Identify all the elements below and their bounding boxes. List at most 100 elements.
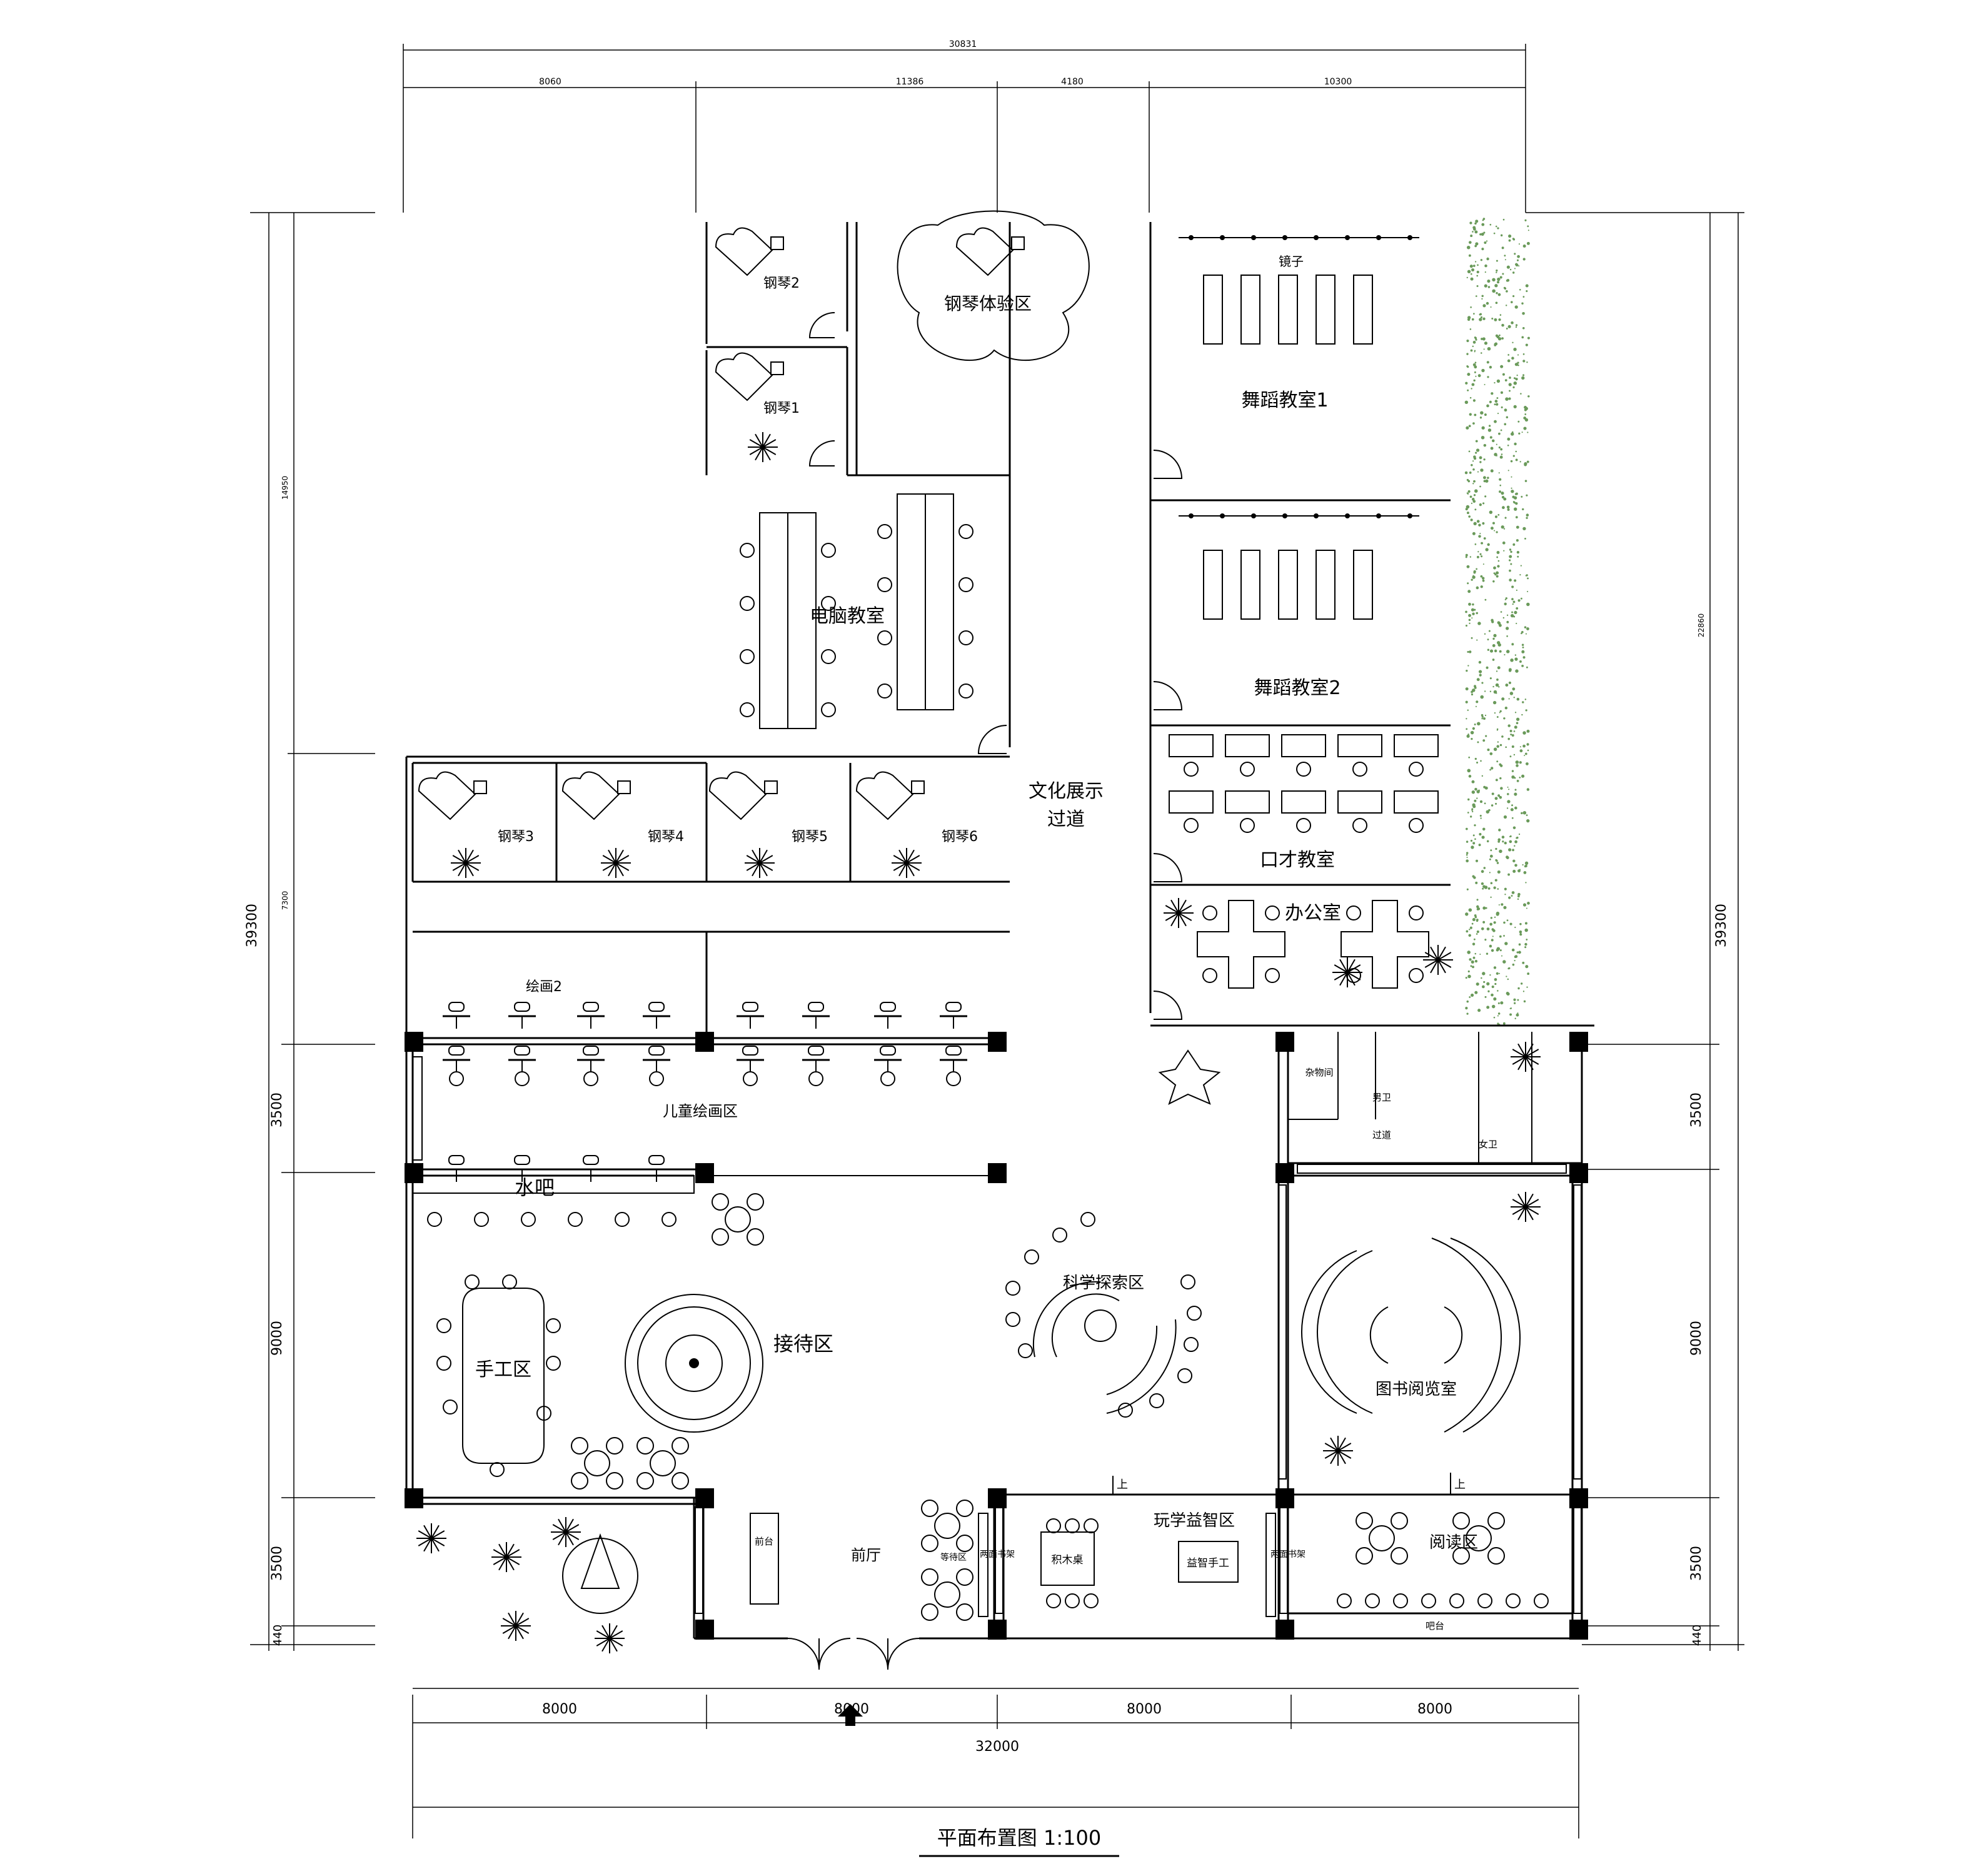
planting-dot	[1524, 946, 1527, 949]
planting-dot	[1511, 432, 1514, 434]
room-label-female-wc: 女卫	[1479, 1139, 1497, 1150]
planting-dot	[1481, 233, 1484, 236]
planting-dot	[1472, 422, 1475, 425]
room-label-piano3: 钢琴3	[498, 829, 534, 845]
planting-dot	[1491, 928, 1494, 931]
planting-dot	[1466, 718, 1467, 720]
chair	[1393, 1593, 1408, 1608]
planting-dot	[1484, 633, 1486, 635]
planting-dot	[1481, 682, 1484, 684]
planting-dot	[1465, 687, 1469, 691]
planting-dot	[1484, 264, 1487, 268]
mirror-peg	[1251, 235, 1256, 240]
planting-dot	[1519, 869, 1521, 870]
chair	[821, 649, 836, 664]
planting-dot	[1474, 337, 1477, 340]
chair	[490, 1462, 505, 1477]
planting-dot	[1469, 328, 1472, 330]
planting-dot	[1519, 749, 1523, 753]
planting-dot	[1515, 760, 1519, 764]
planting-dot	[1512, 295, 1515, 298]
planting-dot	[1512, 238, 1516, 241]
plant-icon	[609, 1630, 623, 1639]
planting-dot	[1516, 717, 1520, 721]
chair	[1477, 1593, 1492, 1608]
plant-icon	[1334, 964, 1348, 973]
room-label-drawing2: 绘画2	[526, 979, 562, 995]
planting-dot	[1466, 353, 1469, 355]
chair	[880, 1071, 895, 1086]
planting-dot	[1486, 361, 1489, 364]
planting-dot	[1482, 219, 1484, 221]
planting-dot	[1467, 974, 1471, 979]
planting-dot	[1469, 396, 1472, 399]
planting-dot	[1522, 244, 1526, 248]
planting-dot	[1494, 916, 1496, 918]
planting-dot	[1496, 678, 1499, 681]
planting-dot	[1480, 468, 1484, 472]
plant-icon	[452, 855, 466, 864]
planting-dot	[1496, 716, 1499, 718]
planting-dot	[1481, 223, 1485, 226]
piano-icon	[715, 352, 773, 401]
planting-dot	[1467, 490, 1471, 493]
planting-dot	[1504, 942, 1508, 946]
plant-icon	[508, 1625, 516, 1640]
stool	[514, 1046, 530, 1056]
plant-icon	[423, 1525, 432, 1539]
planting-dot	[1482, 579, 1485, 582]
planting-dot	[1487, 346, 1491, 351]
planting-dot	[1472, 483, 1474, 485]
planting-dot	[1511, 817, 1514, 819]
plant-icon	[1330, 1450, 1339, 1465]
planting-dot	[1525, 633, 1527, 635]
planting-dot	[1491, 318, 1494, 320]
plant-icon	[609, 1638, 618, 1652]
planting-dot	[1522, 326, 1525, 330]
plant-icon	[752, 849, 760, 864]
planting-dot	[1480, 575, 1483, 578]
plant-icon	[498, 1556, 507, 1571]
planting-dot	[1489, 858, 1491, 860]
plant-icon	[465, 855, 480, 864]
chair	[1409, 968, 1424, 983]
planting-dot	[1505, 683, 1509, 687]
planting-dot	[1524, 928, 1528, 932]
chair	[546, 1356, 561, 1371]
planting-dot	[1526, 819, 1530, 823]
planting-dot	[1494, 797, 1498, 800]
planting-dot	[1522, 961, 1525, 964]
planting-dot	[1483, 231, 1486, 234]
room-label-science: 科学探索区	[1063, 1274, 1144, 1293]
room-label-storage: 杂物间	[1305, 1067, 1333, 1078]
planting-dot	[1474, 261, 1477, 263]
chair	[1240, 762, 1255, 777]
planting-dot	[1496, 571, 1499, 575]
planting-dot	[1519, 761, 1522, 764]
planting-dot	[1502, 541, 1506, 545]
planting-dot	[1509, 548, 1512, 551]
room-label-water-bar: 水吧	[515, 1176, 555, 1199]
plant-icon	[1517, 1206, 1526, 1221]
chair	[740, 596, 755, 611]
planting-dot	[1481, 882, 1484, 885]
planting-dot	[1474, 757, 1477, 760]
planting-dot	[1489, 510, 1493, 514]
planting-dot	[1477, 741, 1479, 744]
planting-dot	[1473, 570, 1476, 573]
planting-dot	[1481, 977, 1482, 979]
planting-dot	[1468, 775, 1472, 778]
planting-dot	[1477, 622, 1481, 625]
planting-dot	[1509, 692, 1514, 695]
plant-icon	[608, 849, 616, 864]
plant-icon	[898, 862, 907, 877]
planting-dot	[1512, 859, 1516, 863]
entrance-doors[interactable]	[787, 1638, 920, 1670]
piano-icon	[708, 771, 767, 820]
planting-dot	[1466, 512, 1469, 515]
chair	[1452, 1547, 1470, 1565]
planting-dot	[1511, 643, 1514, 646]
plant-icon	[615, 862, 624, 877]
planting-dot	[1520, 565, 1522, 567]
chair	[740, 649, 755, 664]
